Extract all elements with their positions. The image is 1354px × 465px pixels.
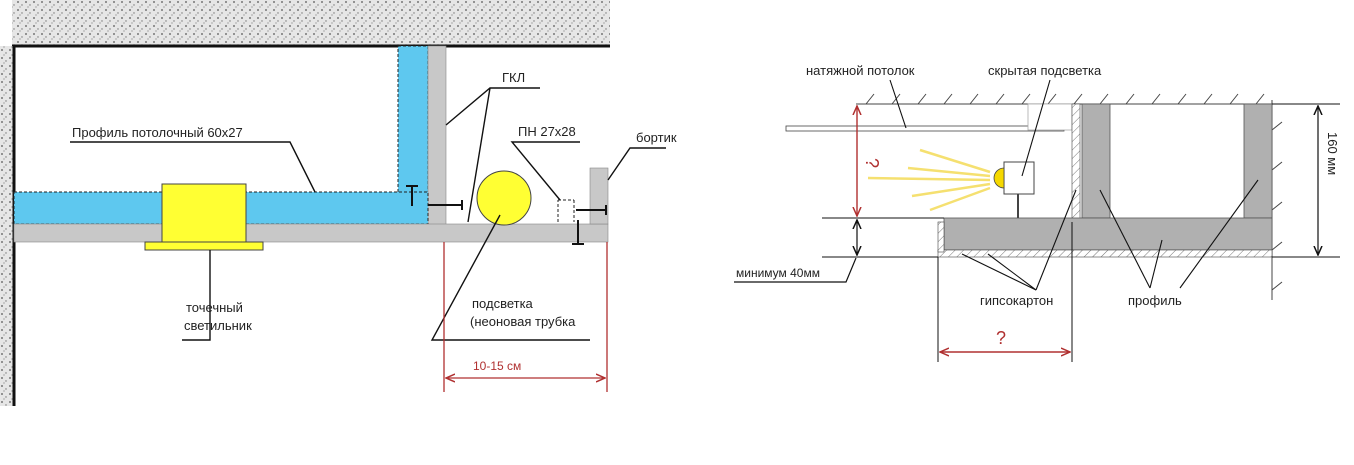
label-minimum: минимум 40мм (736, 266, 820, 280)
profile-vertical-2 (1243, 103, 1273, 219)
light-rays (867, 148, 991, 212)
drywall-horizontal-right (937, 249, 1273, 258)
ceiling-hatch-ticks (865, 93, 1265, 105)
neon-tube (476, 170, 532, 226)
label-drywall: гипсокартон (980, 293, 1053, 308)
label-height: 160 мм (1325, 132, 1340, 175)
wall-hatch-ticks (1271, 121, 1283, 291)
label-bortik: бортик (636, 130, 677, 145)
hidden-light-bulb (993, 167, 1005, 189)
mount-block (1027, 103, 1073, 131)
spot-lamp-rim (144, 241, 264, 251)
right-leader-lines (889, 79, 1259, 291)
screw-fasteners (406, 185, 607, 245)
horizontal-question-mark: ? (996, 328, 1006, 348)
right-diagram: ? минимум 40мм 160 мм ? натяжной потолок… (734, 63, 1340, 362)
label-profile: профиль (1128, 293, 1182, 308)
hidden-light-box (1003, 161, 1035, 195)
label-backlight-line2: (неоновая трубка (470, 314, 576, 329)
left-dimension: 10-15 см (443, 242, 608, 392)
profile-horizontal (943, 217, 1273, 251)
drywall-vertical (427, 45, 447, 227)
label-spot-line2: светильник (184, 318, 252, 333)
concrete-wall (0, 46, 14, 406)
left-leader-lines (70, 87, 666, 341)
left-diagram: 10-15 см Профиль потолочный 60х27 ГКЛ ПН… (0, 0, 677, 406)
pn-profile (557, 199, 575, 222)
label-hidden-light: скрытая подсветка (988, 63, 1102, 78)
stretch-ceiling-film (785, 125, 1065, 132)
vertical-question-mark: ? (862, 158, 882, 168)
bortik-edge (589, 167, 609, 225)
label-backlight-line1: подсветка (472, 296, 534, 311)
concrete-ceiling-slab (12, 0, 610, 46)
label-gkl: ГКЛ (502, 70, 525, 85)
profile-vertical-1 (1081, 103, 1111, 219)
label-stretch-ceiling: натяжной потолок (806, 63, 915, 78)
left-dimension-label: 10-15 см (473, 359, 521, 373)
label-spot-line1: точечный (186, 300, 243, 315)
drywall-corner (937, 221, 945, 253)
label-ceiling-profile: Профиль потолочный 60х27 (72, 125, 243, 140)
spot-lamp-body (161, 183, 247, 243)
drywall-horizontal (13, 223, 609, 243)
label-pn: ПН 27х28 (518, 124, 576, 139)
drywall-vertical-right (1071, 103, 1081, 223)
